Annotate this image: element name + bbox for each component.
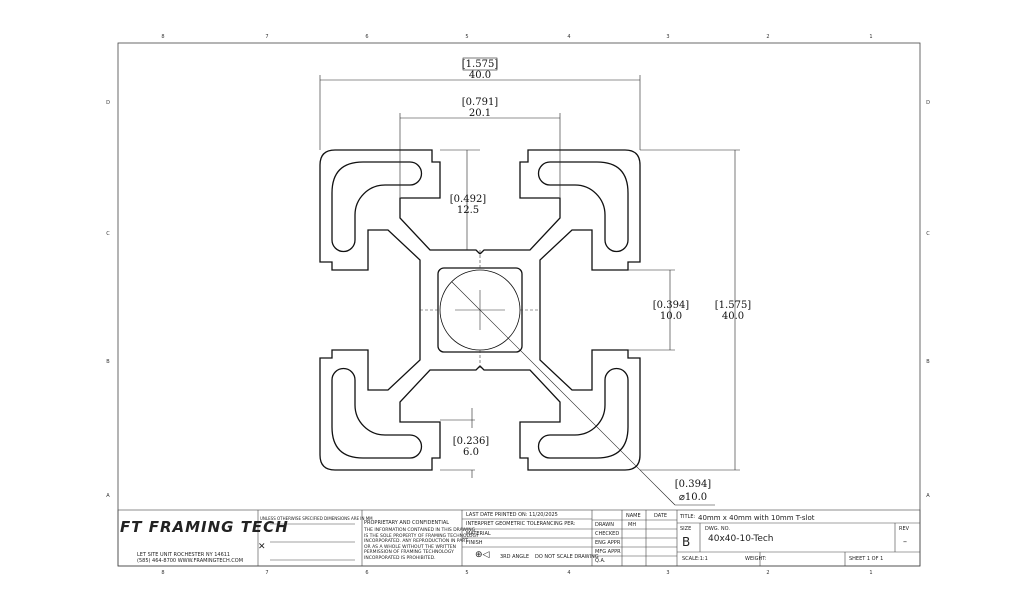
approval-row-label: MFG APPR xyxy=(595,549,621,555)
size-label: SIZE xyxy=(680,526,692,532)
approval-row-label: CHECKED xyxy=(595,531,620,537)
zone-column-label: 5 xyxy=(465,34,468,40)
col-name: NAME xyxy=(626,513,641,519)
dim-bore-inch: [0.394] xyxy=(675,479,712,490)
dim-width-mm: 40.0 xyxy=(469,70,491,81)
outer-contour xyxy=(479,310,641,471)
outer-contour xyxy=(479,149,641,310)
do-not-scale: DO NOT SCALE DRAWING xyxy=(535,554,599,560)
dim-slot-mm: 20.1 xyxy=(469,108,491,119)
dimension-lines xyxy=(319,75,740,506)
proprietary-title: PROPRIETARY AND CONFIDENTIAL xyxy=(364,520,450,526)
profile-quadrant xyxy=(479,310,641,471)
sheet-number: SHEET 1 OF 1 xyxy=(849,556,884,562)
zone-row-label: C xyxy=(106,231,110,237)
profile-quadrant xyxy=(319,310,481,471)
interpret-label: INTERPRET GEOMETRIC TOLERANCING PER: xyxy=(466,521,576,527)
zone-column-label: 4 xyxy=(567,570,570,576)
dim-depth-mm: 12.5 xyxy=(457,205,479,216)
zone-row-label: A xyxy=(106,493,110,499)
rev-value: – xyxy=(903,537,907,546)
corner-cavity xyxy=(331,367,423,459)
dim-wall-inch: [0.236] xyxy=(453,436,490,447)
approval-row-label: Q.A. xyxy=(595,558,606,564)
zone-column-label: 7 xyxy=(265,34,268,40)
outer-contour xyxy=(319,310,481,471)
zone-column-label: 2 xyxy=(766,570,769,576)
dim-wall-mm: 6.0 xyxy=(463,447,479,458)
proprietary-line: PERMISSION OF FRAMING TECHNOLOGY xyxy=(364,550,454,555)
zone-row-label: B xyxy=(926,359,930,365)
weight: WEIGHT: xyxy=(745,556,767,562)
approval-row-label: ENG APPR xyxy=(595,540,621,546)
zone-column-label: 8 xyxy=(161,34,164,40)
dim-slot-inch: [0.791] xyxy=(462,97,499,108)
zone-column-label: 8 xyxy=(161,570,164,576)
size-value: B xyxy=(682,535,691,549)
dwg-number: 40x40-10-Tech xyxy=(708,534,774,544)
zone-column-label: 3 xyxy=(666,34,669,40)
approval-row-label: DRAWN xyxy=(595,522,614,528)
zone-row-label: A xyxy=(926,493,930,499)
proprietary-line: INCORPORATED. ANY REPRODUCTION IN PART xyxy=(364,539,468,544)
dim-width-inch: [1.575] xyxy=(462,59,499,70)
zone-row-label: D xyxy=(926,100,930,106)
material-label: MATERIAL xyxy=(466,531,491,537)
zone-column-label: 3 xyxy=(666,570,669,576)
proprietary-line: IS THE SOLE PROPERTY OF FRAMING TECHNOLO… xyxy=(364,533,479,539)
zone-column-label: 2 xyxy=(766,34,769,40)
projection-icon: ⊕◁ xyxy=(475,550,490,560)
title-block-grid xyxy=(117,509,921,567)
drawn-name: MH xyxy=(628,522,637,528)
zone-row-label: C xyxy=(926,231,930,237)
proprietary-line: OR AS A WHOLE WITHOUT THE WRITTEN xyxy=(364,544,456,550)
third-angle-label: 3RD ANGLE xyxy=(500,554,530,560)
border-frame xyxy=(117,42,921,567)
zone-column-label: 6 xyxy=(365,570,368,576)
x-mark: ✕ xyxy=(258,542,266,552)
dimension-labels: [1.575] 40.0 [0.791] 20.1 [0.492] 12.5 [… xyxy=(450,57,752,503)
company-logo: FT FRAMING TECH xyxy=(120,518,289,536)
dim-opening-mm: 10.0 xyxy=(660,311,682,322)
dim-height-inch: [1.575] xyxy=(715,300,752,311)
drawing-title: 40mm x 40mm with 10mm T-slot xyxy=(698,514,815,522)
dim-depth-inch: [0.492] xyxy=(450,194,487,205)
zone-column-label: 1 xyxy=(869,34,872,40)
dwg-label: DWG. NO. xyxy=(705,526,730,532)
col-date: DATE xyxy=(654,513,668,519)
dim-bore-mm: ⌀10.0 xyxy=(679,492,707,503)
title-label: TITLE: xyxy=(680,514,696,520)
scale: SCALE:1:1 xyxy=(682,556,708,562)
address-line: (585) 464-8700 WWW.FRAMINGTECH.COM xyxy=(137,558,244,564)
proprietary-line: INCORPORATED IS PROHIBITED. xyxy=(364,555,436,561)
zone-row-label: D xyxy=(106,100,110,106)
corner-cavity xyxy=(537,367,629,459)
corner-cavity xyxy=(537,161,629,253)
rev-label: REV xyxy=(899,526,910,532)
zone-column-label: 7 xyxy=(265,570,268,576)
profile-quadrant xyxy=(479,149,641,310)
dim-opening-inch: [0.394] xyxy=(653,300,690,311)
zone-column-label: 5 xyxy=(465,570,468,576)
profile-quadrant xyxy=(319,149,481,310)
zone-row-label: B xyxy=(106,359,110,365)
finish-label: FINISH xyxy=(466,540,483,546)
dim-height-mm: 40.0 xyxy=(722,311,744,322)
zone-column-label: 6 xyxy=(365,34,368,40)
last-printed: LAST DATE PRINTED ON: 11/20/2025 xyxy=(466,512,558,518)
tolerance-heading: UNLESS OTHERWISE SPECIFIED DIMENSIONS AR… xyxy=(260,516,373,521)
proprietary-line: THE INFORMATION CONTAINED IN THIS DRAWIN… xyxy=(364,528,476,533)
zone-column-label: 4 xyxy=(567,34,570,40)
outer-contour xyxy=(319,149,481,310)
address-line: LET SITE UNIT ROCHESTER NY 14611 xyxy=(137,552,231,558)
zone-column-label: 1 xyxy=(869,570,872,576)
corner-cavity xyxy=(331,161,423,253)
